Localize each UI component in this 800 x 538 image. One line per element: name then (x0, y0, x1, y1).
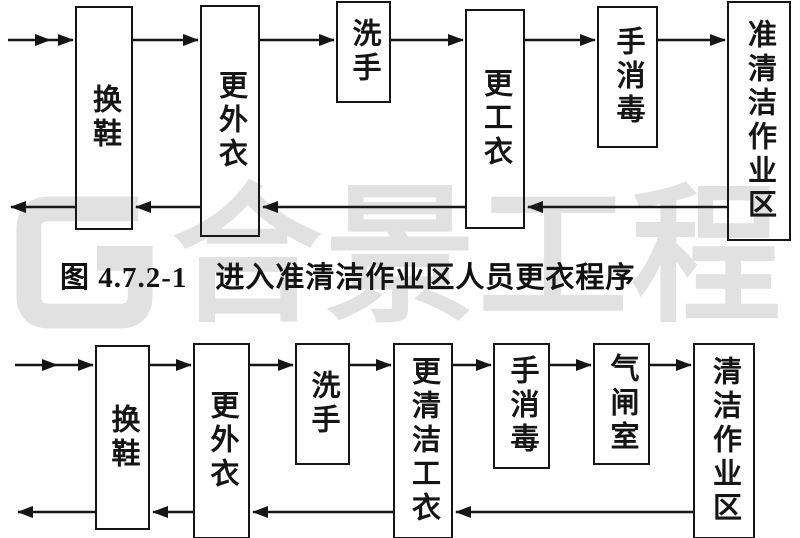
flow-box-label: 准清洁作业区 (743, 19, 776, 223)
flow-box-change-outer-clothes-2: 更外衣 (193, 343, 250, 538)
flow-box-hand-disinfect-2: 手消毒 (493, 343, 550, 469)
flow-box-change-shoes-2: 换鞋 (95, 345, 150, 530)
flow-box-change-shoes: 换鞋 (75, 6, 133, 230)
flow-box-label: 换鞋 (107, 403, 139, 472)
flow-box-change-work-clothes: 更工衣 (465, 9, 525, 229)
flow-box-label: 清洁作业区 (708, 356, 741, 526)
flow-box-hand-disinfect: 手消毒 (597, 6, 658, 148)
figure-number: 图 4.7.2-1 (60, 262, 188, 294)
flow-box-label: 洗手 (307, 370, 339, 438)
flow-box-label: 换鞋 (88, 84, 121, 152)
flow-box-change-outer-clothes: 更外衣 (200, 5, 260, 237)
flow-box-label: 洗手 (348, 18, 380, 86)
flow-box-label: 手消毒 (612, 26, 644, 128)
flow-box-change-clean-work-clothes: 更清洁工衣 (393, 343, 453, 538)
flow-box-quasi-clean-area: 准清洁作业区 (727, 1, 791, 241)
flow-box-label: 更外衣 (206, 390, 238, 492)
flow-box-wash-hands-2: 洗手 (295, 343, 350, 465)
figure-caption: 图 4.7.2-1 进入准清洁作业区人员更衣程序 (60, 254, 635, 296)
flow-box-clean-area: 清洁作业区 (693, 343, 755, 538)
flow-box-air-lock: 气闸室 (593, 343, 650, 465)
flow-box-label: 更清洁工衣 (407, 356, 440, 526)
flow-box-label: 气闸室 (606, 353, 638, 455)
figure-title: 进入准清洁作业区人员更衣程序 (215, 262, 636, 294)
flow-box-label: 更工衣 (479, 68, 512, 170)
flow-box-wash-hands: 洗手 (336, 1, 391, 103)
flow-box-label: 手消毒 (506, 355, 538, 457)
flow-box-label: 更外衣 (214, 70, 247, 172)
